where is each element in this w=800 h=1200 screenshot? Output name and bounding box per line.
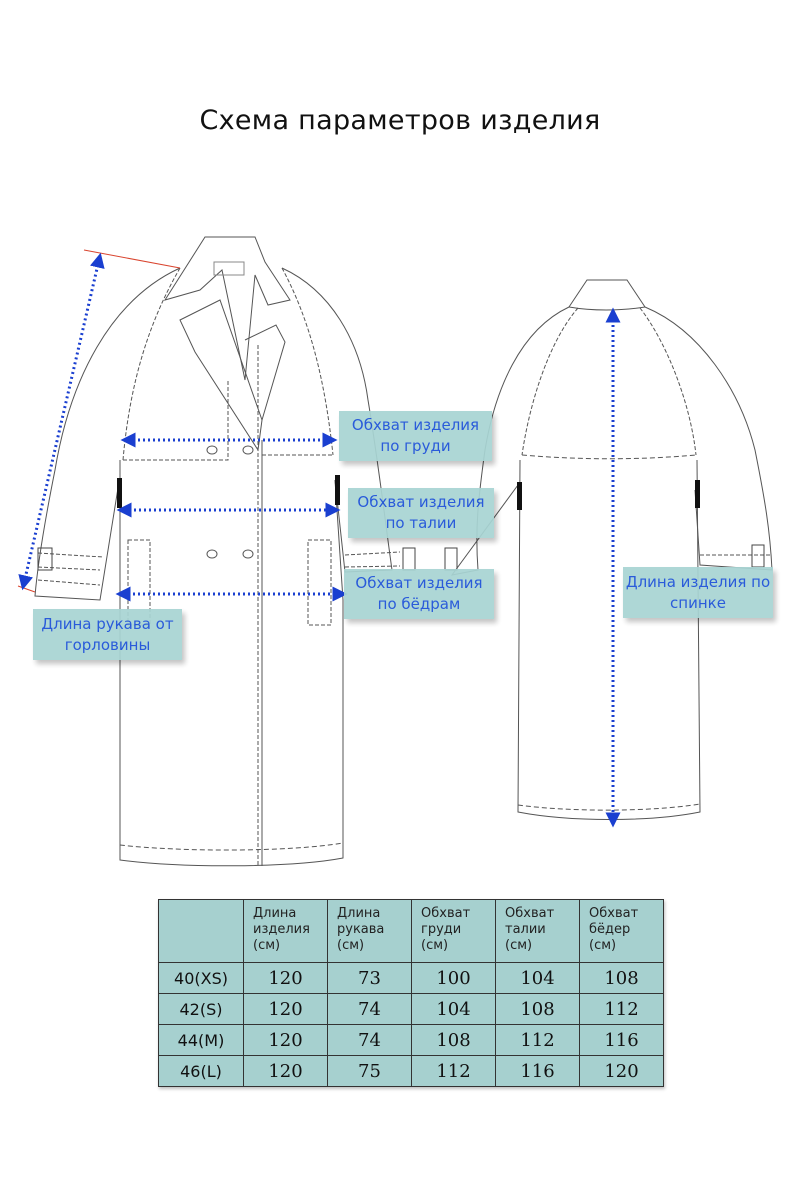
label-line: Обхват изделия <box>351 416 480 434</box>
header-line: изделия <box>253 922 310 937</box>
header-line: Длина <box>253 906 297 921</box>
size-cell: 40(XS) <box>158 962 244 994</box>
front-body <box>119 460 344 867</box>
header-line: Обхват <box>505 906 555 921</box>
label-line: спинке <box>670 593 726 612</box>
header-line: талии <box>505 922 546 937</box>
back-belt-tab-left <box>517 482 522 510</box>
button <box>206 445 218 455</box>
value-cell: 116 <box>579 1024 664 1056</box>
label-sleeve-length: Длина рукава от горловины <box>33 609 182 660</box>
page-title: Схема параметров изделия <box>199 105 601 136</box>
cuff-strap-right <box>344 551 401 568</box>
belt-tab-right <box>335 475 340 505</box>
value-cell: 104 <box>411 993 496 1025</box>
value-cell: 120 <box>579 1055 664 1087</box>
value-cell: 104 <box>495 962 580 994</box>
header-line: Обхват <box>421 906 471 921</box>
label-chest-circumference: Обхват изделия по груди <box>339 411 492 461</box>
button <box>242 549 254 559</box>
value-cell: 74 <box>327 1024 412 1056</box>
size-cell: 44(M) <box>158 1024 244 1056</box>
label-line: по бёдрам <box>377 595 461 613</box>
table-row: 42(S) 120 74 104 108 112 <box>158 993 664 1025</box>
front-lapel-left <box>179 299 263 452</box>
header-line: (см) <box>337 938 365 953</box>
value-cell: 120 <box>243 1024 328 1056</box>
arrow-sleeve-length <box>18 252 105 591</box>
front-lapel-right <box>244 324 286 421</box>
value-cell: 108 <box>411 1024 496 1056</box>
value-cell: 100 <box>411 962 496 994</box>
header-line: груди <box>421 922 462 937</box>
front-left-sleeve <box>34 267 181 601</box>
value-cell: 112 <box>579 993 664 1025</box>
back-collar <box>568 279 646 311</box>
label-line: Длина изделия по <box>625 572 771 591</box>
header-line: (см) <box>505 938 533 953</box>
pocket-right <box>307 539 332 626</box>
header-empty <box>158 899 244 963</box>
header-line: бёдер <box>589 922 631 937</box>
header-line: (см) <box>589 938 617 953</box>
header-line: (см) <box>253 938 281 953</box>
front-raglan-right <box>281 267 334 456</box>
size-cell: 42(S) <box>158 993 244 1025</box>
label-back-length: Длина изделия по спинке <box>623 567 773 618</box>
cuff-strap-left <box>37 552 104 586</box>
front-coat <box>34 236 458 867</box>
label-hip-circumference: Обхват изделия по бёдрам <box>344 569 494 619</box>
button <box>242 445 254 455</box>
value-cell: 108 <box>579 962 664 994</box>
value-cell: 120 <box>243 962 328 994</box>
header-line: (см) <box>421 938 449 953</box>
label-line: Обхват изделия <box>355 574 483 592</box>
label-waist-circumference: Обхват изделия по талии <box>348 488 494 538</box>
back-raglan-left <box>521 307 579 456</box>
back-raglan-right <box>639 307 697 456</box>
value-cell: 75 <box>327 1055 412 1087</box>
label-line: Обхват изделия <box>357 493 485 511</box>
label-line: горловины <box>64 635 151 654</box>
value-cell: 73 <box>327 962 412 994</box>
table-row: 40(XS) 120 73 100 104 108 <box>158 962 664 994</box>
size-cell: 46(L) <box>158 1055 244 1087</box>
garment-technical-drawing <box>17 236 773 867</box>
front-yoke <box>123 380 333 461</box>
value-cell: 112 <box>495 1024 580 1056</box>
value-cell: 116 <box>495 1055 580 1087</box>
header-line: рукава <box>337 922 385 937</box>
value-cell: 112 <box>411 1055 496 1087</box>
front-right-sleeve <box>281 267 393 573</box>
belt-tab-left <box>117 478 122 508</box>
value-cell: 120 <box>243 993 328 1025</box>
label-line: по талии <box>385 514 457 532</box>
back-belt-tab-right <box>695 480 700 508</box>
table-row: 46(L) 120 75 112 116 120 <box>158 1055 664 1087</box>
label-line: по груди <box>380 437 451 455</box>
back-right-sleeve <box>644 306 773 571</box>
back-body <box>517 459 701 820</box>
brand-label <box>213 261 245 276</box>
sleeve-guide-bottom <box>17 585 36 593</box>
header-line: Длина <box>337 906 381 921</box>
header-line: Обхват <box>589 906 639 921</box>
value-cell: 74 <box>327 993 412 1025</box>
value-cell: 108 <box>495 993 580 1025</box>
table-row: 44(M) 120 74 108 112 116 <box>158 1024 664 1056</box>
back-yoke <box>521 454 697 460</box>
value-cell: 120 <box>243 1055 328 1087</box>
label-line: Длина рукава от <box>41 614 174 633</box>
front-collar <box>163 236 291 381</box>
front-raglan-left <box>122 267 181 461</box>
button <box>206 549 218 559</box>
